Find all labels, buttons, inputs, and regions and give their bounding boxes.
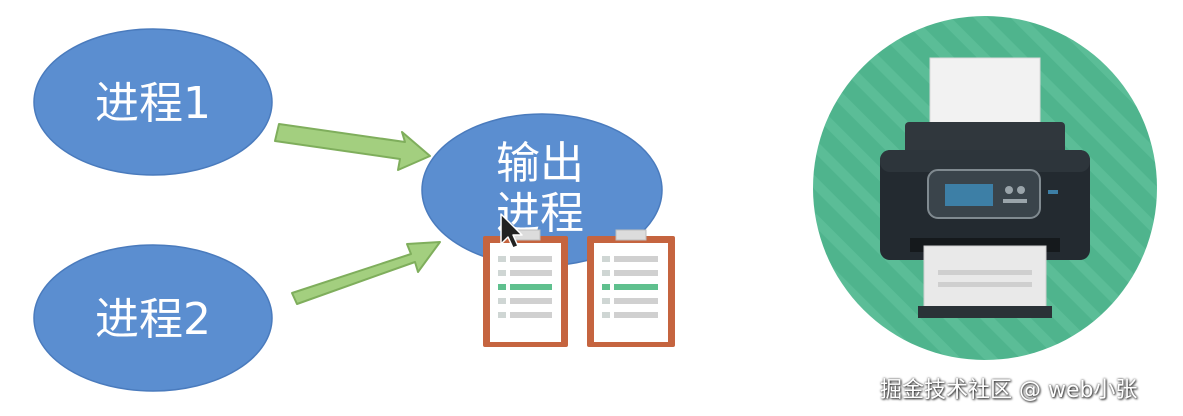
process-2-label: 进程2 (95, 294, 211, 345)
output-process-label-line1: 输出 (496, 138, 584, 189)
clipboard-document-2 (587, 229, 675, 347)
process-1-node: 进程1 (33, 28, 273, 176)
process-1-label: 进程1 (95, 78, 211, 129)
mouse-cursor-icon (500, 213, 523, 249)
watermark-text: 掘金技术社区 @ web小张 (880, 378, 1138, 403)
arrow-process-1-to-output (274, 123, 431, 171)
printer-icon (813, 16, 1157, 360)
clipboard-document-1 (483, 229, 568, 347)
arrow-process-2-to-output (291, 241, 441, 305)
process-2-node: 进程2 (33, 244, 273, 392)
